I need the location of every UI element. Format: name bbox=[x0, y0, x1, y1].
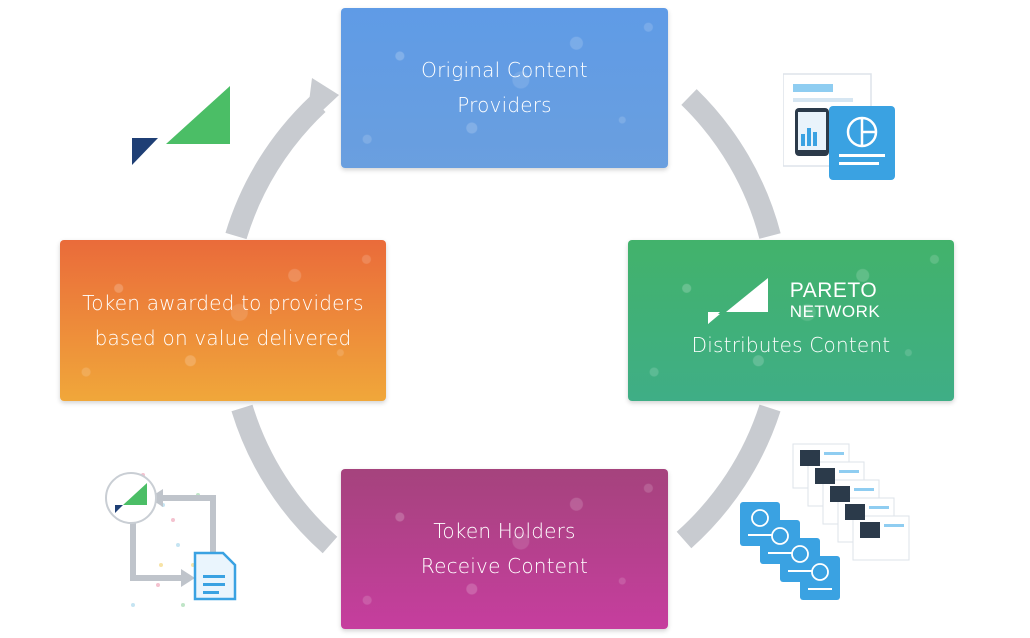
arc-bottom-right bbox=[676, 404, 781, 549]
arc-bottom-left bbox=[231, 404, 338, 554]
node-bottom-line1: Token Holders bbox=[433, 519, 576, 543]
node-original-content-providers: Original Content Providers bbox=[341, 8, 668, 168]
arc-top-right bbox=[681, 89, 781, 239]
node-top-line1: Original Content bbox=[421, 58, 588, 82]
node-right-caption: Distributes Content bbox=[691, 333, 891, 357]
pareto-logo-icon bbox=[707, 278, 768, 324]
logo-to-document-flow-icon bbox=[105, 472, 237, 607]
node-pareto-network: PARETO NETWORK Distributes Content bbox=[628, 240, 954, 401]
arrow-head-top-left bbox=[306, 78, 339, 126]
brand-line1: PARETO bbox=[789, 279, 878, 302]
node-left-line1: Token awarded to providers bbox=[82, 290, 364, 315]
node-token-awarded: Token awarded to providers based on valu… bbox=[60, 240, 386, 401]
node-token-holders: Token Holders Receive Content bbox=[341, 469, 668, 629]
pareto-logo-icon bbox=[132, 86, 230, 165]
documents-icon bbox=[783, 73, 895, 180]
arc-top-left bbox=[225, 95, 326, 240]
pareto-brand: PARETO NETWORK bbox=[707, 278, 881, 324]
documents-stack-icon bbox=[740, 443, 910, 600]
node-left-line2: based on value delivered bbox=[94, 325, 352, 350]
node-bottom-line2: Receive Content bbox=[420, 554, 589, 578]
node-top-line2: Providers bbox=[457, 93, 552, 117]
brand-line2: NETWORK bbox=[789, 302, 881, 321]
doc-sheets bbox=[792, 443, 910, 561]
